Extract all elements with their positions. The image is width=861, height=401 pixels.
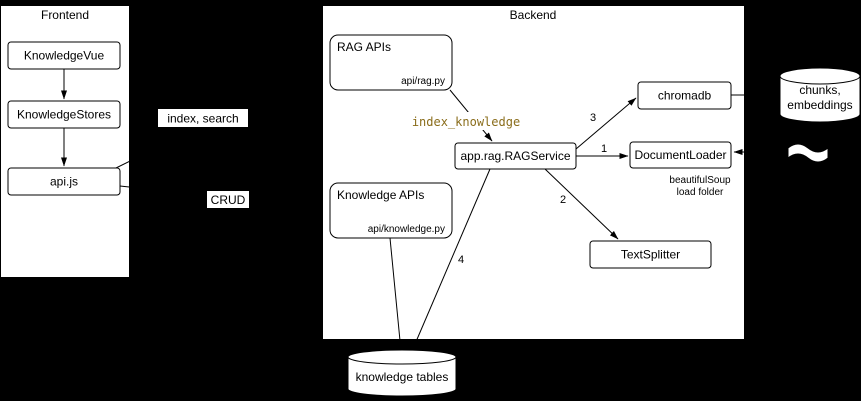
edge-label-crud: CRUD — [207, 191, 249, 208]
chunks-embeddings-label-line2: embeddings — [787, 98, 852, 112]
node-chromadb: chromadb — [637, 81, 732, 110]
document-loader-note-line1: beautifulSoup — [669, 175, 731, 186]
frontend-title: Frontend — [41, 8, 89, 22]
node-apijs: api.js — [7, 167, 121, 196]
node-knowledge-apis: Knowledge APIs api/knowledge.py — [329, 182, 453, 239]
node-knowledge-apis-label: Knowledge APIs — [337, 188, 424, 202]
document-loader-note-line2: load folder — [677, 187, 724, 198]
index-knowledge-label: index_knowledge — [412, 115, 520, 129]
node-knowledgestores-label: KnowledgeStores — [17, 108, 111, 122]
chunks-embeddings-datastore: chunks, embeddings — [779, 67, 861, 123]
files-tape-icon — [787, 143, 829, 163]
backend-title: Backend — [510, 8, 557, 22]
node-text-splitter-label: TextSplitter — [621, 248, 680, 262]
arrow-knowledgeapis-knowledgetables — [389, 237, 404, 352]
arrow-ragservice-chromadb — [575, 97, 637, 150]
edge-label-index-knowledge: index_knowledge — [410, 112, 522, 130]
knowledge-tables-label: knowledge tables — [356, 370, 449, 384]
step-label-3: 3 — [590, 112, 596, 124]
node-rag-apis-label: RAG APIs — [337, 40, 391, 54]
node-rag-service: app.rag.RAGService — [454, 142, 577, 170]
node-knowledgevue: KnowledgeVue — [7, 41, 121, 70]
node-rag-service-label: app.rag.RAGService — [460, 149, 570, 163]
node-knowledgevue-label: KnowledgeVue — [24, 49, 105, 63]
step-label-1: 1 — [601, 143, 607, 155]
node-text-splitter: TextSplitter — [589, 240, 712, 269]
node-knowledgestores: KnowledgeStores — [7, 100, 121, 129]
chunks-embeddings-label-line1: chunks, — [799, 83, 840, 97]
node-knowledge-apis-file-label: api/knowledge.py — [368, 224, 445, 235]
step-label-2: 2 — [560, 194, 566, 206]
node-rag-apis-file-label: api/rag.py — [401, 76, 445, 87]
crud-label: CRUD — [211, 193, 246, 207]
index-search-label: index, search — [167, 112, 238, 126]
step-label-4: 4 — [458, 254, 464, 266]
node-chromadb-label: chromadb — [658, 89, 712, 103]
arrow-ragservice-textsplitter — [544, 168, 619, 240]
knowledge-tables-datastore: knowledge tables — [347, 349, 457, 397]
node-apijs-label: api.js — [50, 175, 78, 189]
node-document-loader-label: DocumentLoader — [634, 148, 726, 162]
node-rag-apis: RAG APIs api/rag.py — [329, 34, 453, 91]
edge-label-index-search: index, search — [158, 109, 248, 127]
arrow-ragservice-knowledgetables — [411, 168, 491, 352]
node-document-loader: DocumentLoader — [629, 141, 732, 169]
